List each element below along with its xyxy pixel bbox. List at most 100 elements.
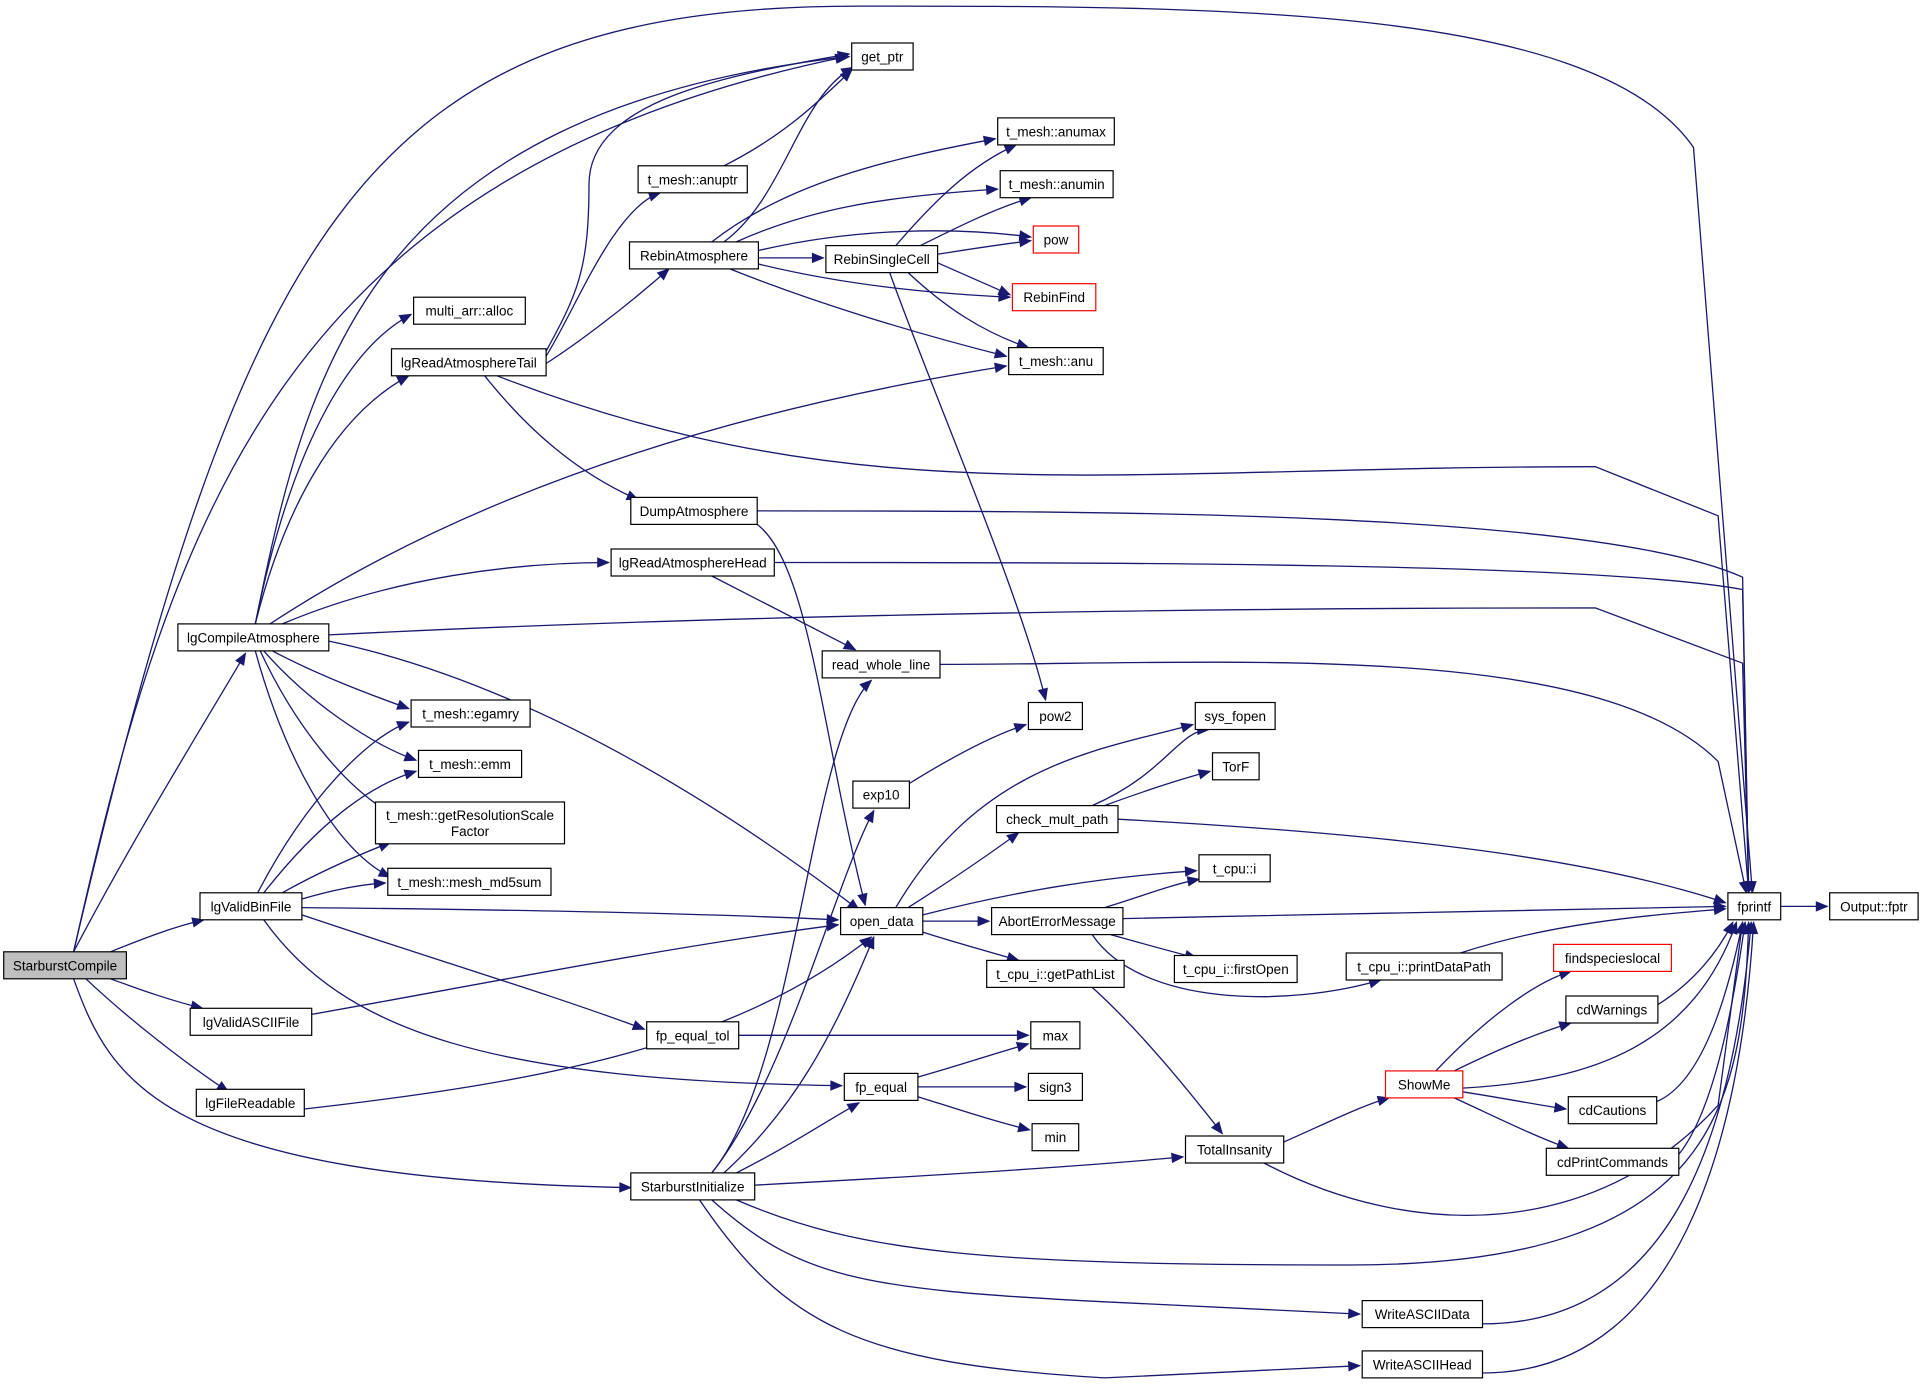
node-showme[interactable]: ShowMe: [1384, 1070, 1464, 1099]
node-t_mesh_anumax[interactable]: t_mesh::anumax: [997, 117, 1115, 146]
edge-line: [723, 69, 853, 167]
node-label: lgReadAtmosphereTail: [401, 355, 537, 370]
node-box: [825, 245, 939, 274]
edge-lgvalidbinfile-to-t_mesh_md5: [301, 878, 387, 900]
node-t_mesh_anumin[interactable]: t_mesh::anumin: [999, 170, 1114, 199]
node-aborterrormessage[interactable]: AbortErrorMessage: [990, 906, 1124, 936]
edge-lgcompileatmosphere-to-lgreadatmospherehead: [282, 557, 611, 625]
edge-open_data-to-check_mult_path: [907, 831, 1020, 909]
node-rebinsinglecell[interactable]: RebinSingleCell: [825, 245, 939, 274]
edge-line: [889, 272, 1047, 701]
node-torf[interactable]: TorF: [1211, 752, 1260, 781]
node-max[interactable]: max: [1030, 1021, 1081, 1050]
node-t_mesh_egamry[interactable]: t_mesh::egamry: [410, 699, 531, 728]
edge-arrowhead: [1738, 880, 1750, 895]
node-box: [1027, 1072, 1084, 1102]
node-read_whole_line[interactable]: read_whole_line: [821, 650, 941, 679]
edge-line: [263, 650, 417, 761]
node-label: lgFileReadable: [205, 1096, 295, 1111]
node-box: [999, 170, 1114, 199]
node-min[interactable]: min: [1031, 1123, 1080, 1152]
node-box: [1032, 225, 1080, 254]
node-t_mesh_anu[interactable]: t_mesh::anu: [1008, 347, 1104, 376]
edge-arrowhead: [1186, 876, 1201, 887]
node-lgreadatmospherehead[interactable]: lgReadAtmosphereHead: [610, 548, 775, 577]
node-label: min: [1045, 1130, 1067, 1145]
node-lgvalidbinfile[interactable]: lgValidBinFile: [199, 892, 303, 921]
node-rebinatmosphere[interactable]: RebinAtmosphere: [628, 241, 759, 270]
edge-arrowhead: [396, 375, 410, 386]
node-open_data[interactable]: open_data: [839, 906, 924, 936]
node-t_mesh_emm[interactable]: t_mesh::emm: [417, 749, 523, 779]
edge-line: [907, 272, 1029, 349]
node-fp_equal[interactable]: fp_equal: [843, 1072, 919, 1102]
node-get_ptr[interactable]: get_ptr: [851, 42, 914, 71]
edge-read_whole_line-to-fprintf: [939, 661, 1750, 895]
node-lgreadatmospheretail[interactable]: lgReadAtmosphereTail: [390, 348, 547, 377]
edge-line: [110, 919, 204, 953]
edge-showme-to-cdcautions: [1462, 1091, 1568, 1113]
node-multi_arr_alloc[interactable]: multi_arr::alloc: [413, 296, 526, 325]
node-sys_fopen[interactable]: sys_fopen: [1194, 701, 1276, 731]
node-label: check_mult_path: [1006, 812, 1108, 827]
edge-line: [1678, 922, 1746, 1155]
node-lgcompileatmosphere[interactable]: lgCompileAtmosphere: [177, 623, 330, 652]
edge-lgvalidbinfile-to-t_mesh_getres: [281, 841, 392, 894]
edge-arrowhead: [1347, 1360, 1362, 1372]
edge-line: [328, 640, 860, 911]
node-label: StarburstCompile: [13, 958, 117, 973]
edge-arrowhead: [1713, 904, 1727, 916]
node-totalinsanity[interactable]: TotalInsanity: [1184, 1135, 1285, 1164]
edge-lgreadatmospherehead-to-read_whole_line: [711, 575, 857, 651]
node-dumpatmosphere[interactable]: DumpAtmosphere: [630, 496, 758, 525]
node-exp10[interactable]: exp10: [852, 780, 911, 809]
node-starburstinitialize[interactable]: StarburstInitialize: [630, 1172, 756, 1201]
node-pow[interactable]: pow: [1032, 225, 1080, 254]
edge-rebinatmosphere-to-t_mesh_anu: [729, 268, 1008, 359]
node-fprintf[interactable]: fprintf: [1727, 892, 1782, 921]
node-t_cpu_i[interactable]: t_cpu::i: [1198, 854, 1271, 883]
node-output_fptr[interactable]: Output::fptr: [1829, 892, 1919, 921]
edge-open_data-to-sys_fopen: [895, 722, 1195, 908]
node-check_mult_path[interactable]: check_mult_path: [995, 804, 1119, 834]
node-lgvalidasciifile[interactable]: lgValidASCIIFile: [189, 1007, 313, 1036]
node-findspecieslocal[interactable]: findspecieslocal: [1552, 943, 1672, 973]
edge-lgcompileatmosphere-to-t_mesh_egamry: [272, 650, 410, 710]
node-cdwarnings[interactable]: cdWarnings: [1565, 995, 1659, 1024]
edge-arrowhead: [811, 252, 825, 264]
node-label: max: [1043, 1028, 1069, 1043]
edge-arrowhead: [1018, 236, 1033, 248]
node-cdprintcommands[interactable]: cdPrintCommands: [1545, 1147, 1680, 1176]
edge-line: [496, 375, 1750, 893]
node-writeasciidata[interactable]: WriteASCIIData: [1361, 1299, 1484, 1329]
edge-starburstinitialize-to-open_data: [723, 935, 875, 1174]
node-label: RebinSingleCell: [834, 252, 930, 267]
edge-arrowhead: [982, 135, 997, 147]
node-sign3[interactable]: sign3: [1027, 1072, 1084, 1102]
edge-arrowhead: [373, 878, 387, 889]
node-t_mesh_anuptr[interactable]: t_mesh::anuptr: [637, 165, 748, 194]
node-t_cpu_i_printdatapath[interactable]: t_cpu_i::printDataPath: [1345, 952, 1503, 981]
node-box: [1567, 1096, 1658, 1125]
node-t_mesh_md5[interactable]: t_mesh::mesh_md5sum: [387, 867, 552, 896]
node-label: Output::fptr: [1840, 899, 1908, 914]
node-fp_equal_tol[interactable]: fp_equal_tol: [646, 1021, 740, 1050]
edge-lgreadatmospheretail-to-dumpatmosphere: [484, 375, 640, 501]
node-box: [1829, 892, 1919, 921]
node-t_cpu_i_firstopen[interactable]: t_cpu_i::firstOpen: [1173, 954, 1298, 984]
edge-line: [1462, 1091, 1566, 1110]
edge-line: [269, 365, 1007, 625]
edge-showme-to-cdprintcommands: [1453, 1097, 1570, 1150]
node-t_cpu_i_getpathlist[interactable]: t_cpu_i::getPathList: [986, 959, 1125, 989]
node-label: pow2: [1039, 709, 1071, 724]
edge-starburstinitialize-to-writeasciihead: [698, 1199, 1362, 1379]
node-writeasciihead[interactable]: WriteASCIIHead: [1361, 1350, 1484, 1379]
edge-rebinatmosphere-to-get_ptr: [723, 66, 855, 243]
node-lgfilereadable[interactable]: lgFileReadable: [195, 1088, 305, 1117]
node-rebinfind[interactable]: RebinFind: [1011, 283, 1097, 312]
edge-lgcompileatmosphere-to-multi_arr_alloc: [254, 313, 413, 625]
node-pow2[interactable]: pow2: [1027, 701, 1084, 731]
edge-starburstinitialize-to-read_whole_line: [711, 679, 873, 1174]
node-cdcautions[interactable]: cdCautions: [1567, 1096, 1658, 1125]
